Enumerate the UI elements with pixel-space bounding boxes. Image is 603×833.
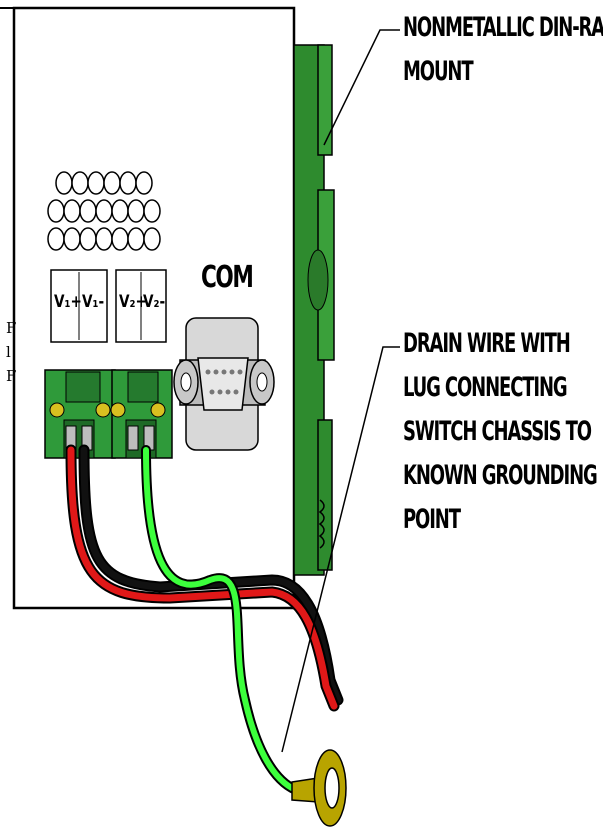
led-indicator-grid	[47, 171, 161, 251]
terminal-label-v2-plus: V₂+	[119, 292, 147, 312]
callout-leaders	[281, 29, 400, 753]
terminal-label-v1-minus: V₁-	[82, 292, 105, 312]
terminal-label-v1-plus: V₁+	[54, 292, 82, 312]
callout-drain-line-3: SWITCH CHASSIS TO	[403, 416, 592, 447]
callout-din-rail-mount: NONMETALLIC DIN-RAIL MOUNT	[403, 6, 603, 94]
callout-drain-line-1: DRAIN WIRE WITH	[403, 328, 571, 359]
com-port-connector	[173, 317, 275, 451]
edge-fragment-1: F	[6, 319, 17, 337]
callout-drain-line-4: KNOWN GROUNDING	[403, 460, 598, 491]
edge-fragment-2: l	[6, 343, 11, 361]
com-port-label: COM	[201, 260, 254, 295]
callout-drain-line-5: POINT	[403, 504, 461, 535]
terminal-block-1	[44, 369, 116, 459]
callout-drain-line-2: LUG CONNECTING	[403, 372, 568, 403]
callout-drain-wire: DRAIN WIRE WITH LUG CONNECTING SWITCH CH…	[403, 322, 598, 542]
ground-lug	[291, 749, 347, 827]
drain-wire	[141, 445, 301, 795]
terminal-block-2	[110, 369, 173, 459]
callout-din-rail-line-1: NONMETALLIC DIN-RAIL	[403, 12, 603, 43]
callout-din-rail-line-2: MOUNT	[403, 56, 474, 87]
power-wires	[65, 444, 344, 712]
din-rail-mount	[293, 44, 335, 576]
terminal-label-v2-minus: V₂-	[143, 292, 166, 312]
edge-fragment-3: F	[6, 367, 17, 385]
edge-text-fragments: F l F	[6, 316, 16, 388]
